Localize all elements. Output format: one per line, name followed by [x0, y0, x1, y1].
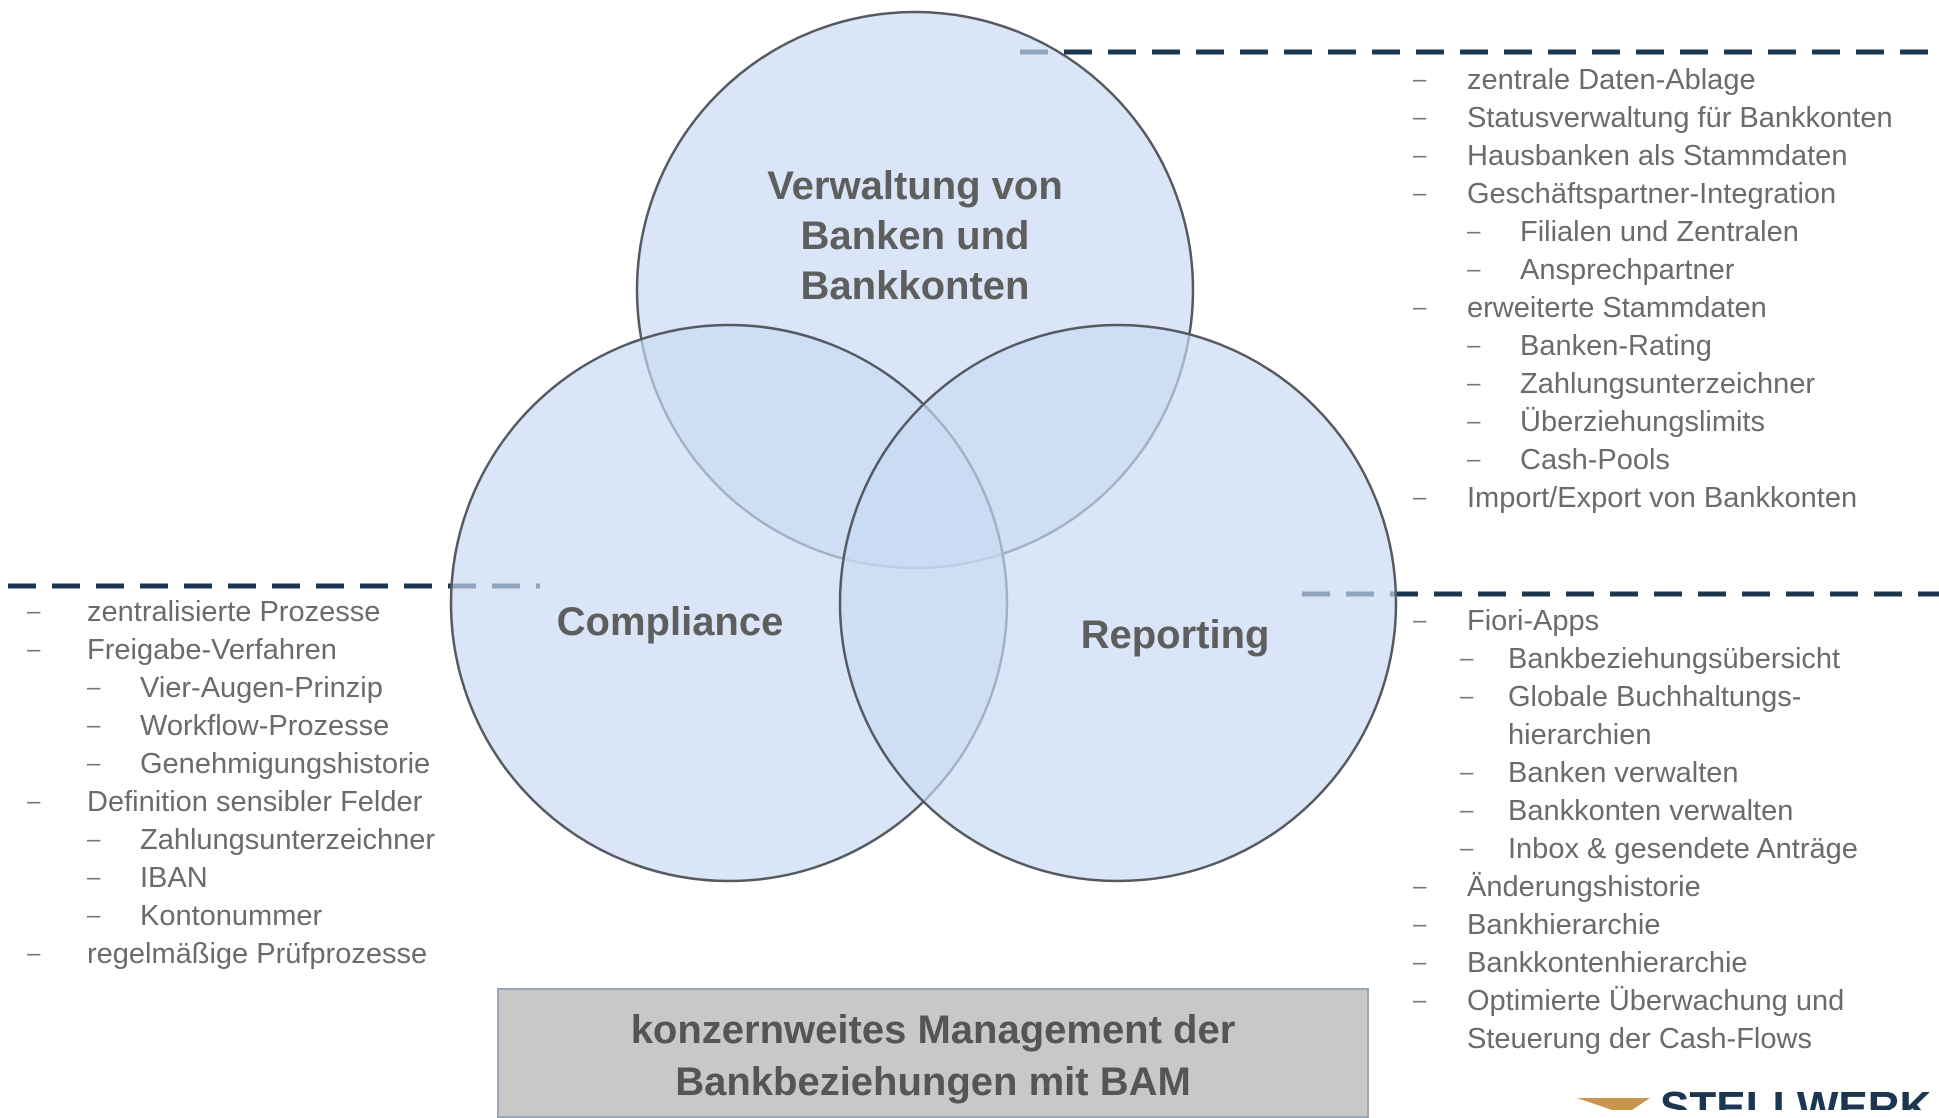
compliance-list-item: zentralisierte Prozesse: [0, 593, 470, 631]
compliance-list-item: Definition sensibler Felder: [0, 783, 470, 821]
compliance-list-item: IBAN: [0, 859, 470, 897]
reporting-list-item: Bankkonten verwalten: [1380, 792, 1939, 830]
bank-management-list-item: Statusverwaltung für Bankkonten: [1380, 99, 1939, 137]
bank-management-list-item: zentrale Daten-Ablage: [1380, 61, 1939, 99]
bank-management-feature-list: zentrale Daten-AblageStatusverwaltung fü…: [1380, 61, 1939, 517]
compliance-list-item: Kontonummer: [0, 897, 470, 935]
stellwerk-logo: STELLWERK: [1577, 1088, 1932, 1110]
bank-management-list-item: Überziehungslimits: [1380, 403, 1939, 441]
circle-reporting: [838, 323, 1398, 883]
reporting-list-item: Bankbeziehungsübersicht: [1380, 640, 1939, 678]
bank-management-list-item: Ansprechpartner: [1380, 251, 1939, 289]
compliance-list-item: regelmäßige Prüfprozesse: [0, 935, 470, 973]
compliance-list-item: Vier-Augen-Prinzip: [0, 669, 470, 707]
reporting-list-item: Optimierte Überwachung und Steuerung der…: [1380, 982, 1939, 1058]
compliance-list-item: Workflow-Prozesse: [0, 707, 470, 745]
bank-management-list-item: Geschäftspartner-Integration: [1380, 175, 1939, 213]
compliance-feature-list: zentralisierte ProzesseFreigabe-Verfahre…: [0, 593, 470, 973]
reporting-list-item: Bankhierarchie: [1380, 906, 1939, 944]
compliance-list-item: Freigabe-Verfahren: [0, 631, 470, 669]
circle-title-reporting: Reporting: [1080, 613, 1270, 657]
bank-management-list-item: Filialen und Zentralen: [1380, 213, 1939, 251]
reporting-list-item: Globale Buchhaltungs- hierarchien: [1380, 678, 1939, 754]
bank-management-list-item: Zahlungsunterzeichner: [1380, 365, 1939, 403]
compliance-list-item: Genehmigungshistorie: [0, 745, 470, 783]
reporting-list-item: Bankkontenhierarchie: [1380, 944, 1939, 982]
svg-text:STELLWERK: STELLWERK: [1660, 1088, 1932, 1110]
bank-management-list-item: Hausbanken als Stammdaten: [1380, 137, 1939, 175]
bank-management-list-item: Import/Export von Bankkonten: [1380, 479, 1939, 517]
circle-title-bank-management: Verwaltung von Banken und Bankkonten: [767, 164, 1063, 308]
compliance-list-item: Zahlungsunterzeichner: [0, 821, 470, 859]
bank-management-list-item: Banken-Rating: [1380, 327, 1939, 365]
reporting-list-item: Inbox & gesendete Anträge: [1380, 830, 1939, 868]
reporting-list-item: Banken verwalten: [1380, 754, 1939, 792]
circle-title-compliance: Compliance: [556, 600, 784, 644]
bank-management-list-item: erweiterte Stammdaten: [1380, 289, 1939, 327]
reporting-list-item: Fiori-Apps: [1380, 602, 1939, 640]
reporting-feature-list: Fiori-AppsBankbeziehungsübersichtGlobale…: [1380, 602, 1939, 1058]
bam-summary-box: konzernweites Management der Bankbeziehu…: [497, 988, 1369, 1118]
bank-management-list-item: Cash-Pools: [1380, 441, 1939, 479]
reporting-list-item: Änderungshistorie: [1380, 868, 1939, 906]
